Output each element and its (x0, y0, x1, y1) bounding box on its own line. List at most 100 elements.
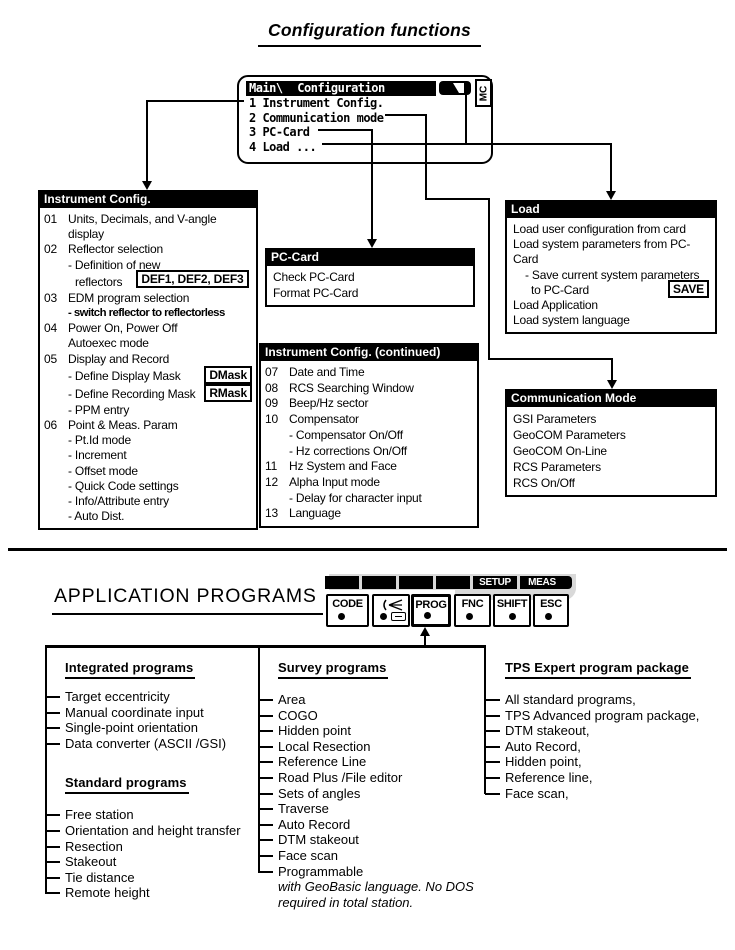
menu-row: RCS On/Off (513, 476, 575, 490)
memory-card-icon: MC (475, 79, 492, 107)
program-item: Stakeout (45, 854, 261, 870)
box-title: Instrument Config. (continued) (261, 345, 477, 361)
key-illumination (372, 594, 410, 627)
row-text: - Compensator On/Off (289, 427, 403, 442)
key-shift: SHIFT (493, 594, 531, 627)
program-item: All standard programs, (485, 692, 735, 708)
row-text: Autoexec mode (68, 336, 149, 351)
connector-line (146, 100, 148, 182)
program-item: Free station (45, 807, 261, 823)
programs-tree-topline (45, 645, 486, 648)
record-dot-icon (380, 613, 387, 620)
box-title: Communication Mode (507, 391, 715, 407)
row-number: 11 (265, 459, 278, 474)
connector-line (488, 198, 490, 360)
menu-row: GeoCOM On-Line (513, 444, 607, 458)
screen-header-title: Configuration (297, 81, 385, 95)
program-item: Target eccentricity (45, 689, 261, 705)
connector-line (424, 635, 426, 647)
program-item: Reference Line (258, 754, 484, 770)
screen-header-path: Main\ (249, 81, 283, 95)
row-text: - Definition of new (68, 257, 161, 272)
row-text: Beep/Hz sector (289, 396, 369, 411)
arrow-down-icon (367, 239, 377, 248)
program-item: TPS Advanced program package, (485, 708, 735, 724)
meas-label: MEAS (520, 576, 564, 589)
program-item: COGO (258, 708, 484, 724)
menu-row: Format PC-Card (273, 285, 359, 300)
setup-label: SETUP (473, 576, 517, 589)
bar-end-hook (563, 576, 572, 589)
arrow-down-icon (607, 380, 617, 389)
program-list: All standard programs, TPS Advanced prog… (485, 692, 735, 801)
menu-row: GSI Parameters (513, 412, 597, 426)
lamp-icon (382, 599, 404, 614)
connector-line (611, 358, 613, 382)
program-note: with GeoBasic language. No DOS (278, 879, 474, 895)
program-item: Programmable (258, 864, 484, 880)
program-item: Hidden point, (485, 754, 735, 770)
row-text: RCS Searching Window (289, 380, 414, 395)
column-heading: Survey programs (278, 660, 389, 679)
program-list: Free station Orientation and height tran… (45, 807, 261, 901)
arrow-up-icon (420, 627, 430, 636)
menu-row: GeoCOM Parameters (513, 428, 626, 442)
screen-menu-item: 4 Load ... (249, 139, 317, 154)
connector-line (385, 114, 427, 116)
menu-row: RCS Parameters (513, 460, 601, 474)
page-title: Configuration functions (258, 20, 481, 47)
screen-menu-item: 3 PC-Card (249, 125, 310, 140)
box-title: PC-Card (267, 250, 473, 266)
column-heading: Standard programs (65, 775, 189, 795)
row-number: 12 (265, 474, 278, 489)
row-text: - Delay for character input (289, 490, 422, 505)
row-number: 02 (44, 242, 57, 257)
tree-trunk (45, 645, 47, 894)
row-number: 07 (265, 365, 278, 379)
def-badge: DEF1, DEF2, DEF3 (136, 269, 249, 288)
row-text: Units, Decimals, and V-angle (68, 212, 217, 226)
row-text: Power On, Power Off (68, 321, 178, 336)
row-text: - Auto Dist. (68, 509, 125, 524)
row-number: 10 (265, 412, 278, 427)
row-text: - Increment (68, 448, 127, 463)
battery-icon (439, 81, 471, 100)
survey-programs-column: Survey programs Area COGO Hidden point L… (258, 660, 484, 910)
record-dot-icon (466, 613, 473, 620)
key-prog: PROG (411, 594, 451, 627)
connector-line (425, 114, 427, 200)
connector-line (488, 358, 613, 360)
connector-line (371, 129, 373, 240)
row-text: EDM program selection (68, 290, 190, 305)
menu-row: Card (513, 252, 539, 267)
screen-menu-item: 2 Communication mode (249, 110, 384, 125)
menu-row: Check PC-Card (273, 270, 355, 284)
row-number: 13 (265, 506, 278, 521)
level-icon (391, 612, 406, 621)
screen-header: Main\ Configuration (246, 81, 436, 96)
column-heading: Integrated programs (65, 660, 196, 679)
row-text: - Define Display Mask (68, 368, 181, 383)
menu-row: Load user configuration from card (513, 222, 686, 236)
menu-row: Load system language (513, 313, 630, 328)
program-item: Resection (45, 839, 261, 855)
row-text: Alpha Input mode (289, 474, 380, 489)
program-item: Orientation and height transfer (45, 823, 261, 839)
row-number: 03 (44, 290, 57, 305)
row-text: Reflector selection (68, 242, 163, 257)
program-item: Auto Record, (485, 739, 735, 755)
program-item: DTM stakeout (258, 832, 484, 848)
menu-row: - Save current system parameters (525, 267, 700, 282)
screen-menu-item: 1 Instrument Config. (249, 96, 384, 110)
bar-segment (325, 576, 359, 589)
program-list: Area COGO Hidden point Local Resection R… (258, 692, 484, 880)
row-text: display (68, 227, 104, 242)
row-text: reflectors (75, 274, 123, 289)
tps-expert-column: TPS Expert program package All standard … (484, 660, 735, 801)
row-text: Point & Meas. Param (68, 418, 178, 433)
program-item: Sets of angles (258, 786, 484, 802)
key-code: CODE (326, 594, 369, 627)
row-text: Language (289, 506, 341, 521)
